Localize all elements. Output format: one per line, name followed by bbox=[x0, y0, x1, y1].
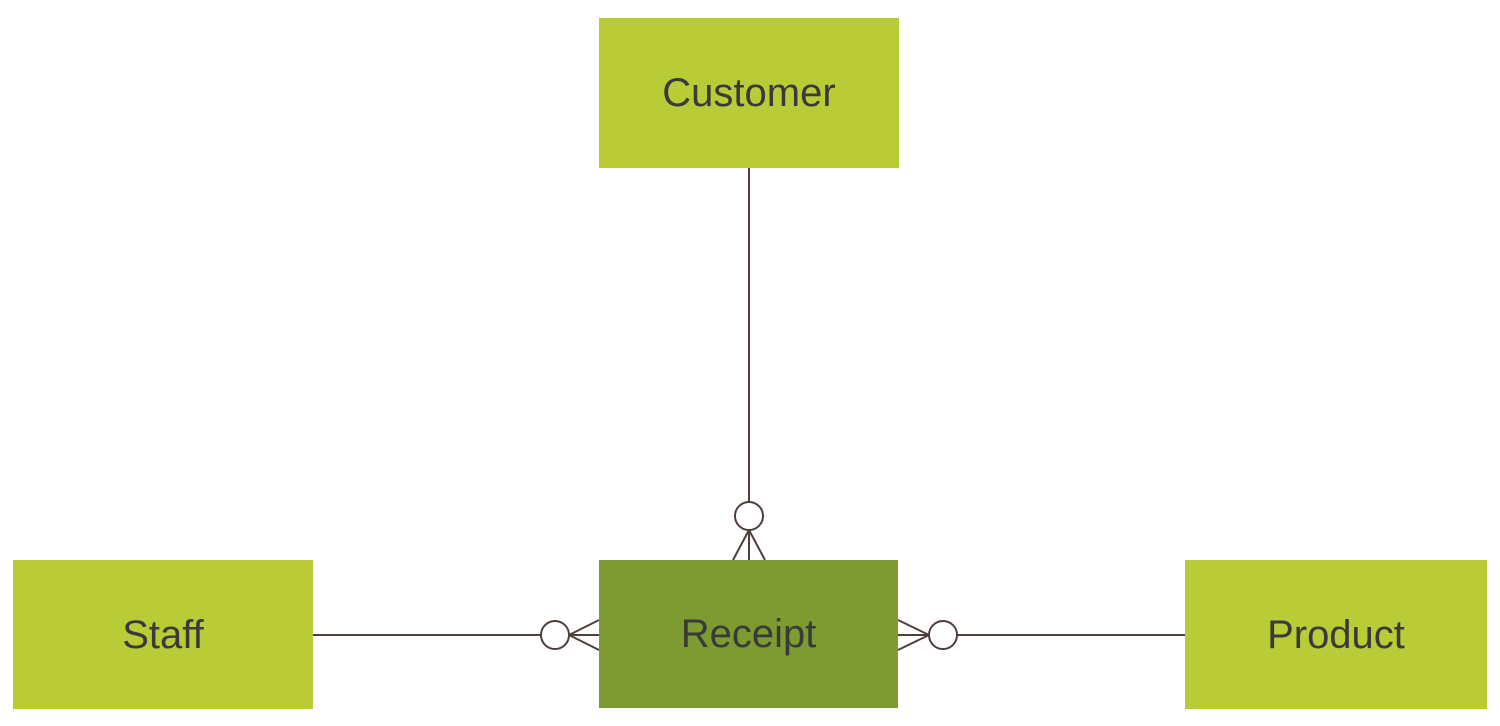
entity-customer: Customer bbox=[599, 18, 899, 168]
relationship-product-receipt bbox=[897, 619, 1185, 651]
crow-foot-many-icon bbox=[897, 619, 930, 636]
zero-cardinality-ring-icon bbox=[928, 620, 958, 650]
entity-staff: Staff bbox=[13, 560, 313, 709]
crow-foot-many-icon bbox=[568, 634, 600, 651]
crow-foot-many-icon bbox=[568, 619, 600, 636]
zero-cardinality-ring-icon bbox=[540, 620, 570, 650]
zero-cardinality-ring-icon bbox=[734, 501, 764, 531]
entity-receipt: Receipt bbox=[599, 560, 898, 708]
relationship-staff-receipt bbox=[313, 619, 600, 651]
entity-product-label: Product bbox=[1267, 612, 1405, 657]
entity-staff-label: Staff bbox=[122, 612, 204, 657]
entity-customer-label: Customer bbox=[662, 71, 836, 115]
crow-foot-many-icon bbox=[748, 529, 766, 561]
relationship-customer-receipt bbox=[732, 168, 766, 561]
entity-receipt-label: Receipt bbox=[680, 612, 817, 656]
entity-product: Product bbox=[1185, 560, 1487, 709]
crow-foot-many-icon bbox=[732, 529, 750, 561]
crow-foot-many-icon bbox=[897, 634, 930, 651]
